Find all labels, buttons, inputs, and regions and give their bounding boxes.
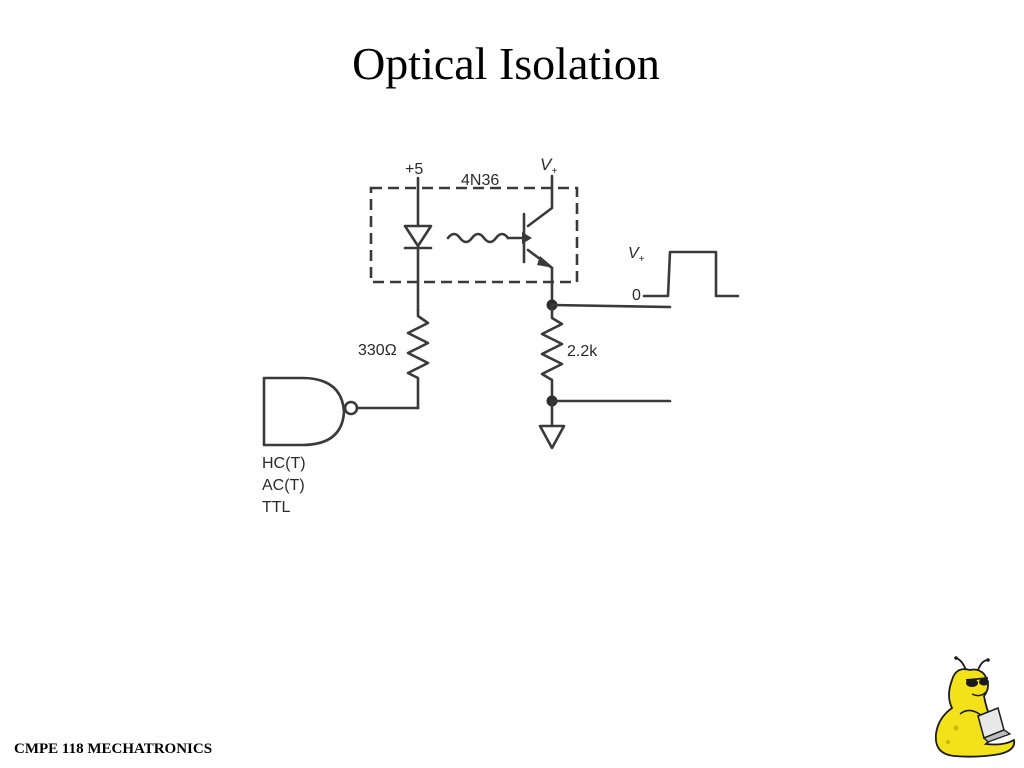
series-resistor-label: 330Ω xyxy=(358,342,397,359)
logic-family-hct: HC(T) xyxy=(262,455,306,472)
supply-label: +5 xyxy=(405,161,423,178)
phototransistor-icon xyxy=(522,174,554,312)
light-coupling-arrow-icon xyxy=(446,232,532,244)
wave-high-label: V xyxy=(628,245,640,262)
vplus-label: V xyxy=(540,155,553,174)
series-resistor-icon xyxy=(406,308,430,410)
logic-family-act: AC(T) xyxy=(262,477,305,494)
logic-family-ttl: TTL xyxy=(262,499,291,516)
nand-gate-icon xyxy=(262,376,346,447)
slide-title: Optical Isolation xyxy=(352,38,660,89)
led-diode-icon xyxy=(403,224,433,250)
ground-symbol-icon xyxy=(538,424,566,450)
optical-isolation-schematic: +5 4N36 V+ 330Ω xyxy=(262,155,740,516)
nand-gate-bubble-icon xyxy=(343,400,359,416)
wave-high-subscript: + xyxy=(639,254,645,265)
part-number-label: 4N36 xyxy=(461,172,499,189)
wave-low-label: 0 xyxy=(632,287,641,304)
pulldown-resistor-icon xyxy=(540,303,564,402)
vplus-subscript: + xyxy=(551,166,557,177)
course-footer: CMPE 118 MECHATRONICS xyxy=(14,741,213,757)
collector-supply-label: V+ xyxy=(540,155,557,177)
optocoupler-package-outline xyxy=(369,186,579,284)
output-pulse-waveform-icon xyxy=(642,250,740,298)
pulldown-resistor-label: 2.2k xyxy=(567,343,598,360)
wave-high-label-text: V+ xyxy=(628,245,645,265)
banana-slug-mascot-icon xyxy=(934,656,1016,758)
output-line xyxy=(550,303,672,309)
